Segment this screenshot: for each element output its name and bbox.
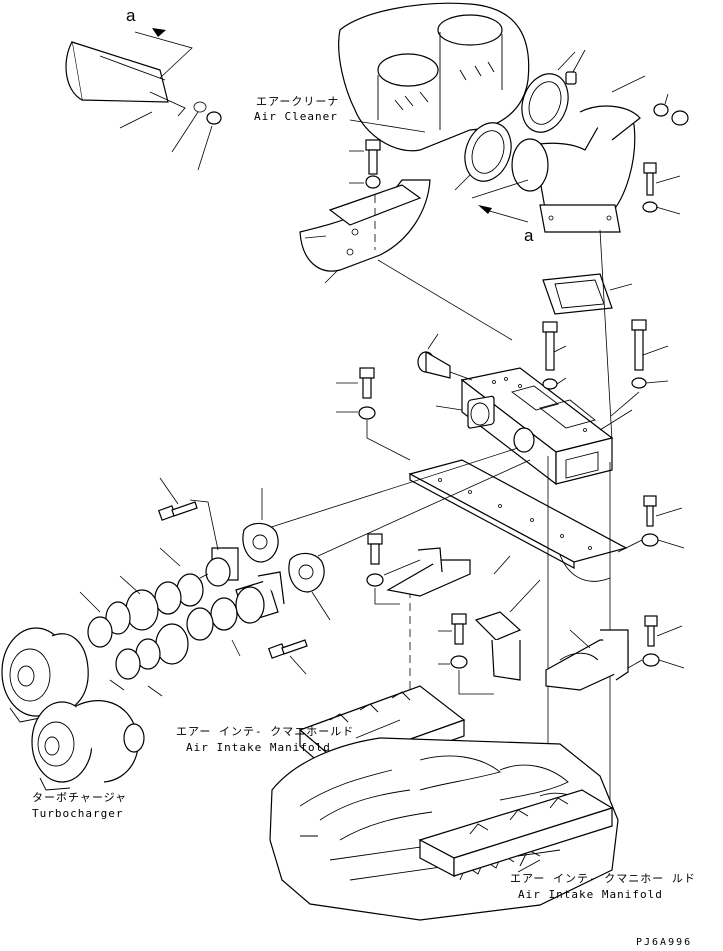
upper-pipe-elbow <box>189 499 239 587</box>
long-bolt-right <box>610 319 669 417</box>
gasket-ring-lower <box>454 122 512 191</box>
air-cleaner-bracket <box>299 179 513 341</box>
small-nut-top <box>565 49 586 85</box>
flange-gasket <box>542 273 633 315</box>
bolt-right-lower-1 <box>617 495 685 553</box>
view-marker-top: a <box>126 6 136 25</box>
turbocharger-front <box>1 627 89 723</box>
long-bolt-center <box>542 321 567 390</box>
mounting-plate <box>261 447 628 582</box>
gasket-ring-upper <box>521 51 576 133</box>
turbocharger-rear <box>31 700 145 791</box>
temperature-sensor <box>417 333 473 381</box>
turbocharger-label-en: Turbocharger <box>32 807 124 820</box>
view-arrow-top <box>134 28 193 79</box>
drawing-code: PJ6A996 <box>636 937 693 948</box>
lower-pipe <box>235 571 285 624</box>
air-cleaner-label-jp: エアークリーナ <box>256 95 340 108</box>
bolt-turbo-lower <box>267 639 308 675</box>
small-stand <box>474 579 541 681</box>
bolt-small-stand <box>438 613 494 695</box>
upper-hose-set <box>79 547 204 648</box>
rain-cap <box>65 41 222 171</box>
view-arrow-mid <box>471 179 529 223</box>
intake-manifold-lower-label-jp: エアー インテ- クマニホー ルド <box>510 872 696 885</box>
turbocharger-label-jp: ターボチャージャ <box>32 791 128 804</box>
flange-gasket-right <box>288 552 331 621</box>
view-marker-mid: a <box>524 226 534 245</box>
elbow-connector <box>511 75 646 233</box>
aftercooler-box <box>435 367 633 486</box>
bolt-center-bracket <box>366 533 400 605</box>
intake-manifold-upper-label-en: Air Intake Manifold <box>186 741 331 754</box>
washer-right-top <box>653 93 689 126</box>
flange-gasket-left <box>242 488 279 563</box>
bolt-turbo-upper <box>157 477 198 521</box>
air-cleaner-label-en: Air Cleaner <box>254 110 338 123</box>
right-support-bracket <box>545 629 629 691</box>
air-intake-manifold-lower <box>418 789 614 877</box>
bolt-right-lower-2 <box>627 615 685 669</box>
lower-hose-set <box>109 597 241 697</box>
center-bracket <box>383 547 471 597</box>
air-cleaner <box>338 2 530 152</box>
intake-manifold-lower-label-en: Air Intake Manifold <box>518 888 663 901</box>
intake-manifold-upper-label-jp: エアー インテ- クマニホールド <box>176 725 355 738</box>
bolt-right-upper <box>642 162 681 215</box>
bolt-bracket-top <box>349 139 381 189</box>
bolt-left-middle <box>336 367 411 461</box>
